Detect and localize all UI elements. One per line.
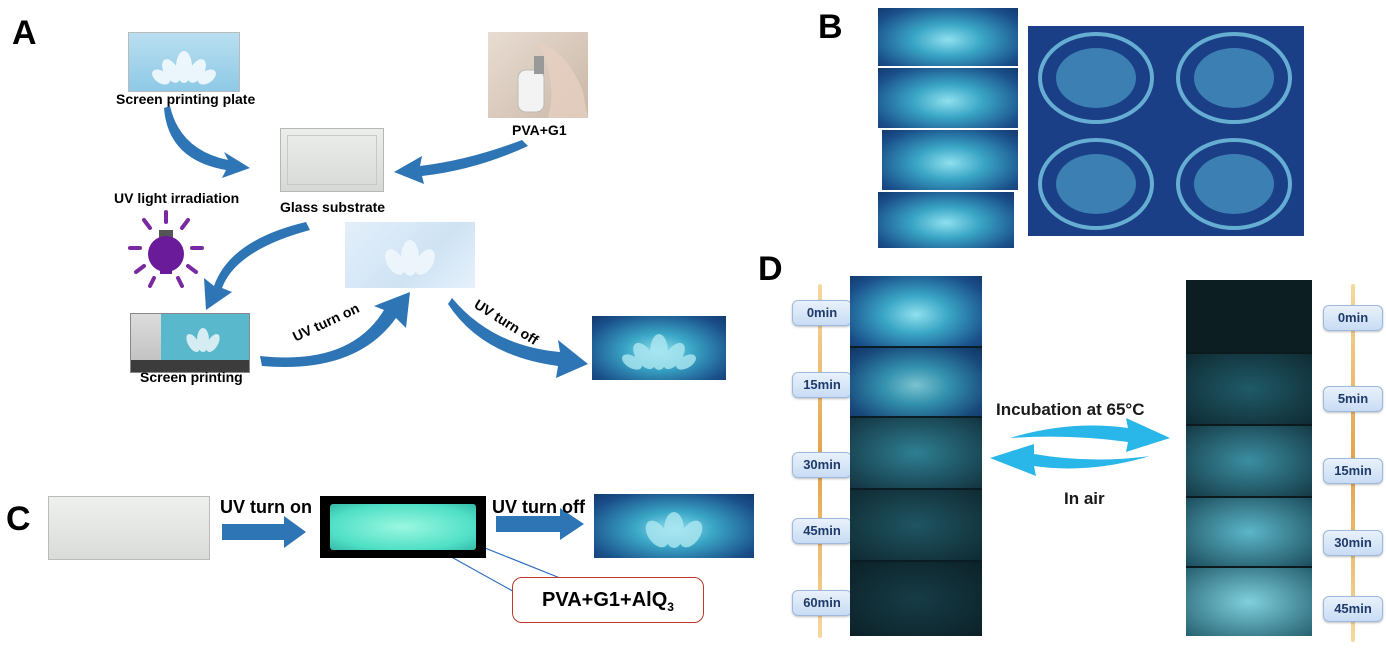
callout-main-text: PVA+G1+AlQ: [542, 589, 668, 611]
in-air-label: In air: [1064, 489, 1105, 508]
left-time-3: 45min: [792, 518, 852, 544]
glowing-film-photo: [320, 496, 486, 558]
uv-bulb-icon: [126, 210, 206, 300]
screen-printing-plate-photo: [128, 32, 240, 92]
glass-substrate-photo: [280, 128, 384, 192]
left-time-2: 30min: [792, 452, 852, 478]
left-frame-4: [850, 490, 982, 560]
arrow-c-uv-on: [222, 516, 306, 548]
right-time-4: 45min: [1323, 596, 1383, 622]
left-time-0: 0min: [792, 300, 852, 326]
glass-plate-photo-c: [48, 496, 210, 560]
right-frame-2: [1186, 354, 1312, 424]
right-recovery-strip: [1186, 280, 1312, 636]
callout-subscript: 3: [667, 600, 674, 614]
emblem-prints-grid: [1028, 26, 1304, 236]
screen-printing-label: Screen printing: [140, 369, 243, 385]
glass-substrate-label: Glass substrate: [280, 199, 386, 215]
incubation-label: Incubation at 65°C: [996, 400, 1145, 419]
right-frame-5: [1186, 568, 1312, 636]
right-time-0: 0min: [1323, 305, 1383, 331]
left-time-1: 15min: [792, 372, 852, 398]
arrow-uv-turn-on: [260, 292, 410, 367]
left-decay-strip: [850, 276, 982, 636]
uv-off-lotus-photo: [592, 316, 726, 380]
left-time-4: 60min: [792, 590, 852, 616]
arrow-c-uv-off: [496, 508, 584, 540]
panel-a-letter: A: [12, 14, 37, 52]
left-frame-5: [850, 562, 982, 636]
screen-printing-photo: [130, 313, 250, 373]
screen-printing-plate-label: Screen printing plate: [116, 91, 256, 107]
right-frame-3: [1186, 426, 1312, 496]
lotus-photo-c: [594, 494, 754, 558]
lotus-prints-stack: [878, 8, 1018, 248]
arrow-incubation: [1010, 418, 1170, 452]
lotus-print-3: [882, 130, 1018, 190]
left-frame-3: [850, 418, 982, 488]
composition-callout: PVA+G1+AlQ3: [512, 577, 704, 623]
lotus-print-1: [878, 8, 1018, 66]
lotus-print-2: [878, 68, 1018, 128]
uv-turn-on-label-c: UV turn on: [220, 497, 312, 517]
arrow-glass-to-screen: [204, 222, 310, 310]
arrow-in-air: [990, 444, 1150, 476]
pva-g1-bottle-photo: [488, 32, 588, 118]
right-frame-1: [1186, 280, 1312, 352]
lotus-print-4: [878, 192, 1014, 248]
panel-b-letter: B: [818, 8, 843, 46]
uv-light-irradiation-label: UV light irradiation: [114, 190, 240, 206]
panel-c-letter: C: [6, 500, 31, 538]
pva-g1-label: PVA+G1: [512, 122, 567, 138]
arrow-pva-to-glass: [394, 140, 528, 184]
right-time-2: 15min: [1323, 458, 1383, 484]
left-frame-2: [850, 348, 982, 416]
panel-d-letter: D: [758, 250, 783, 288]
uv-turn-off-label-c: UV turn off: [492, 497, 585, 517]
uv-on-film-photo: [345, 222, 475, 288]
right-time-1: 5min: [1323, 386, 1383, 412]
arrow-plate-to-glass: [164, 106, 250, 178]
right-frame-4: [1186, 498, 1312, 566]
right-time-3: 30min: [1323, 530, 1383, 556]
left-frame-1: [850, 276, 982, 346]
arrow-uv-turn-off: [448, 298, 588, 378]
